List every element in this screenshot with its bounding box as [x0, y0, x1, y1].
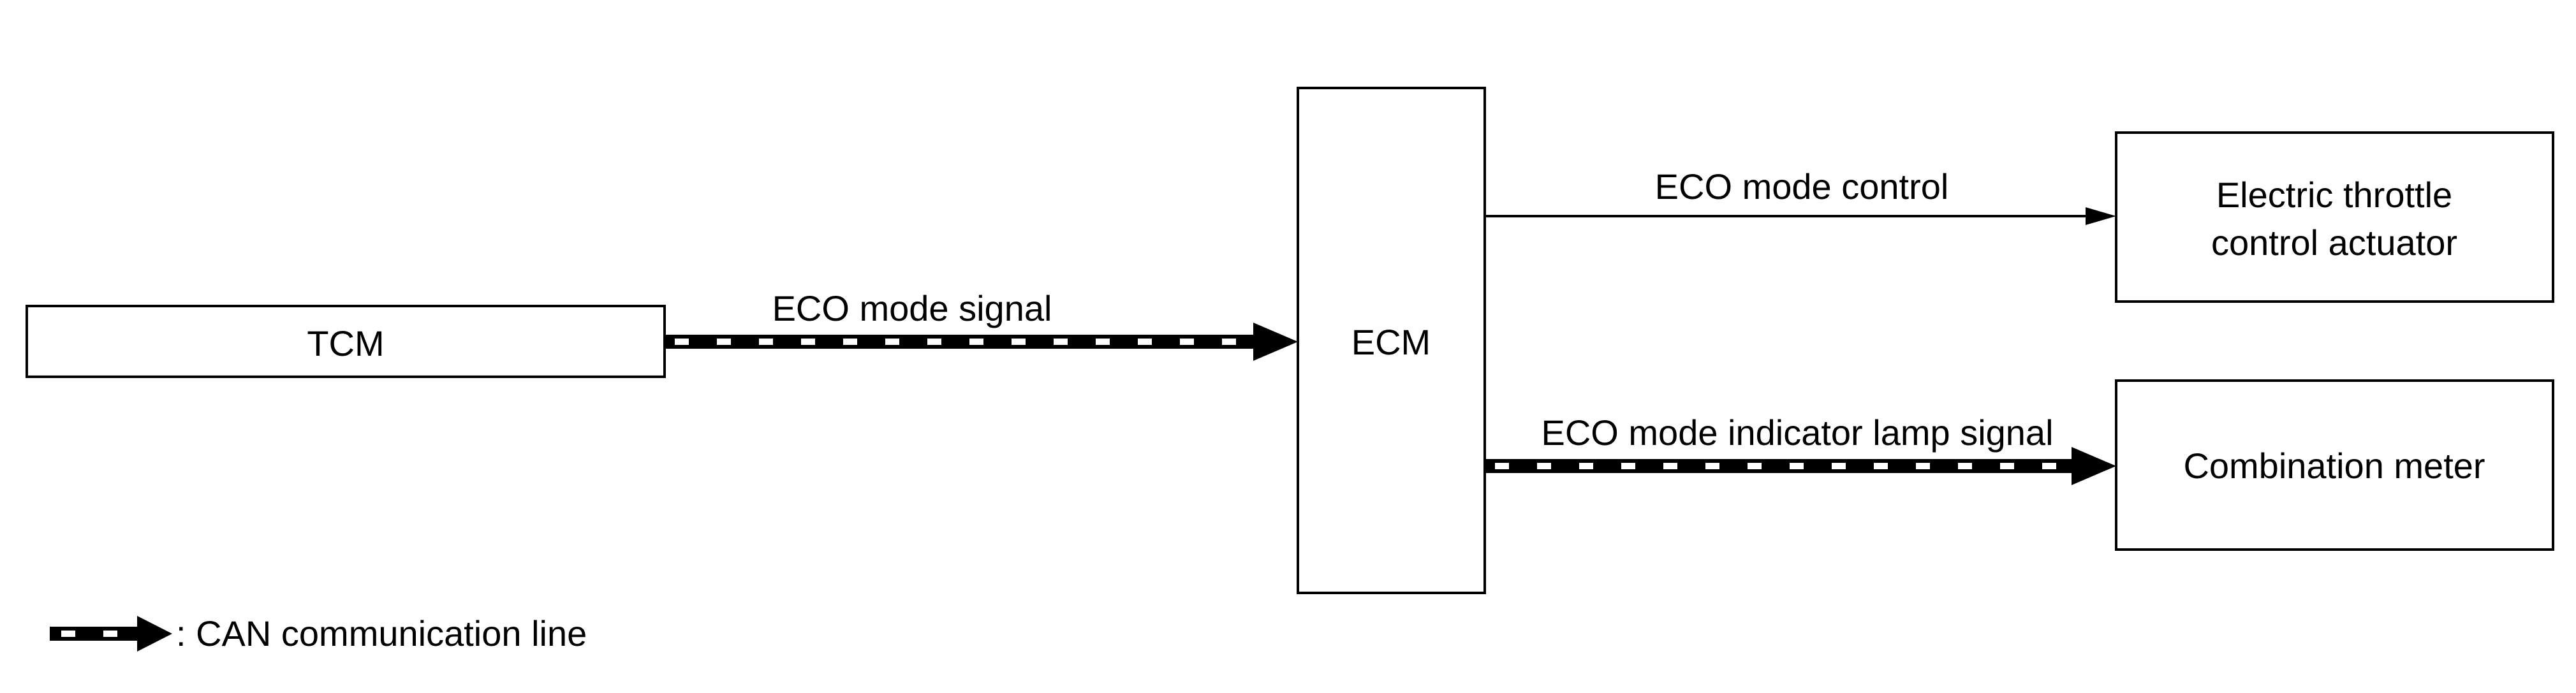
throttle-actuator-label-line2: control actuator: [2211, 222, 2457, 263]
combination-meter-label: Combination meter: [2183, 446, 2485, 486]
tcm-node: TCM: [26, 305, 666, 378]
line-ecm-to-throttle: [1485, 207, 2116, 225]
tcm-label: TCM: [307, 323, 384, 363]
legend-can-label: : CAN communication line: [176, 613, 587, 653]
arrowhead-icon: [2072, 447, 2116, 485]
throttle-actuator-label-line1: Electric throttle: [2216, 175, 2452, 215]
throttle-actuator-node: Electric throttle control actuator: [2115, 131, 2554, 303]
indicator-lamp-signal-label: ECO mode indicator lamp signal: [1541, 412, 2053, 453]
legend: : CAN communication line: [50, 613, 587, 653]
arrowhead-icon: [2086, 207, 2116, 225]
ecm-node: ECM: [1297, 87, 1486, 594]
ecm-label: ECM: [1351, 322, 1431, 362]
combination-meter-node: Combination meter: [2115, 379, 2554, 551]
legend-can-symbol: [50, 616, 172, 652]
eco-mode-signal-label: ECO mode signal: [772, 288, 1052, 328]
eco-mode-control-label: ECO mode control: [1655, 166, 1949, 207]
can-line-ecm-to-meter: [1485, 447, 2116, 485]
arrowhead-icon: [137, 616, 172, 652]
can-line-tcm-to-ecm: [665, 323, 1298, 361]
arrowhead-icon: [1253, 323, 1298, 361]
